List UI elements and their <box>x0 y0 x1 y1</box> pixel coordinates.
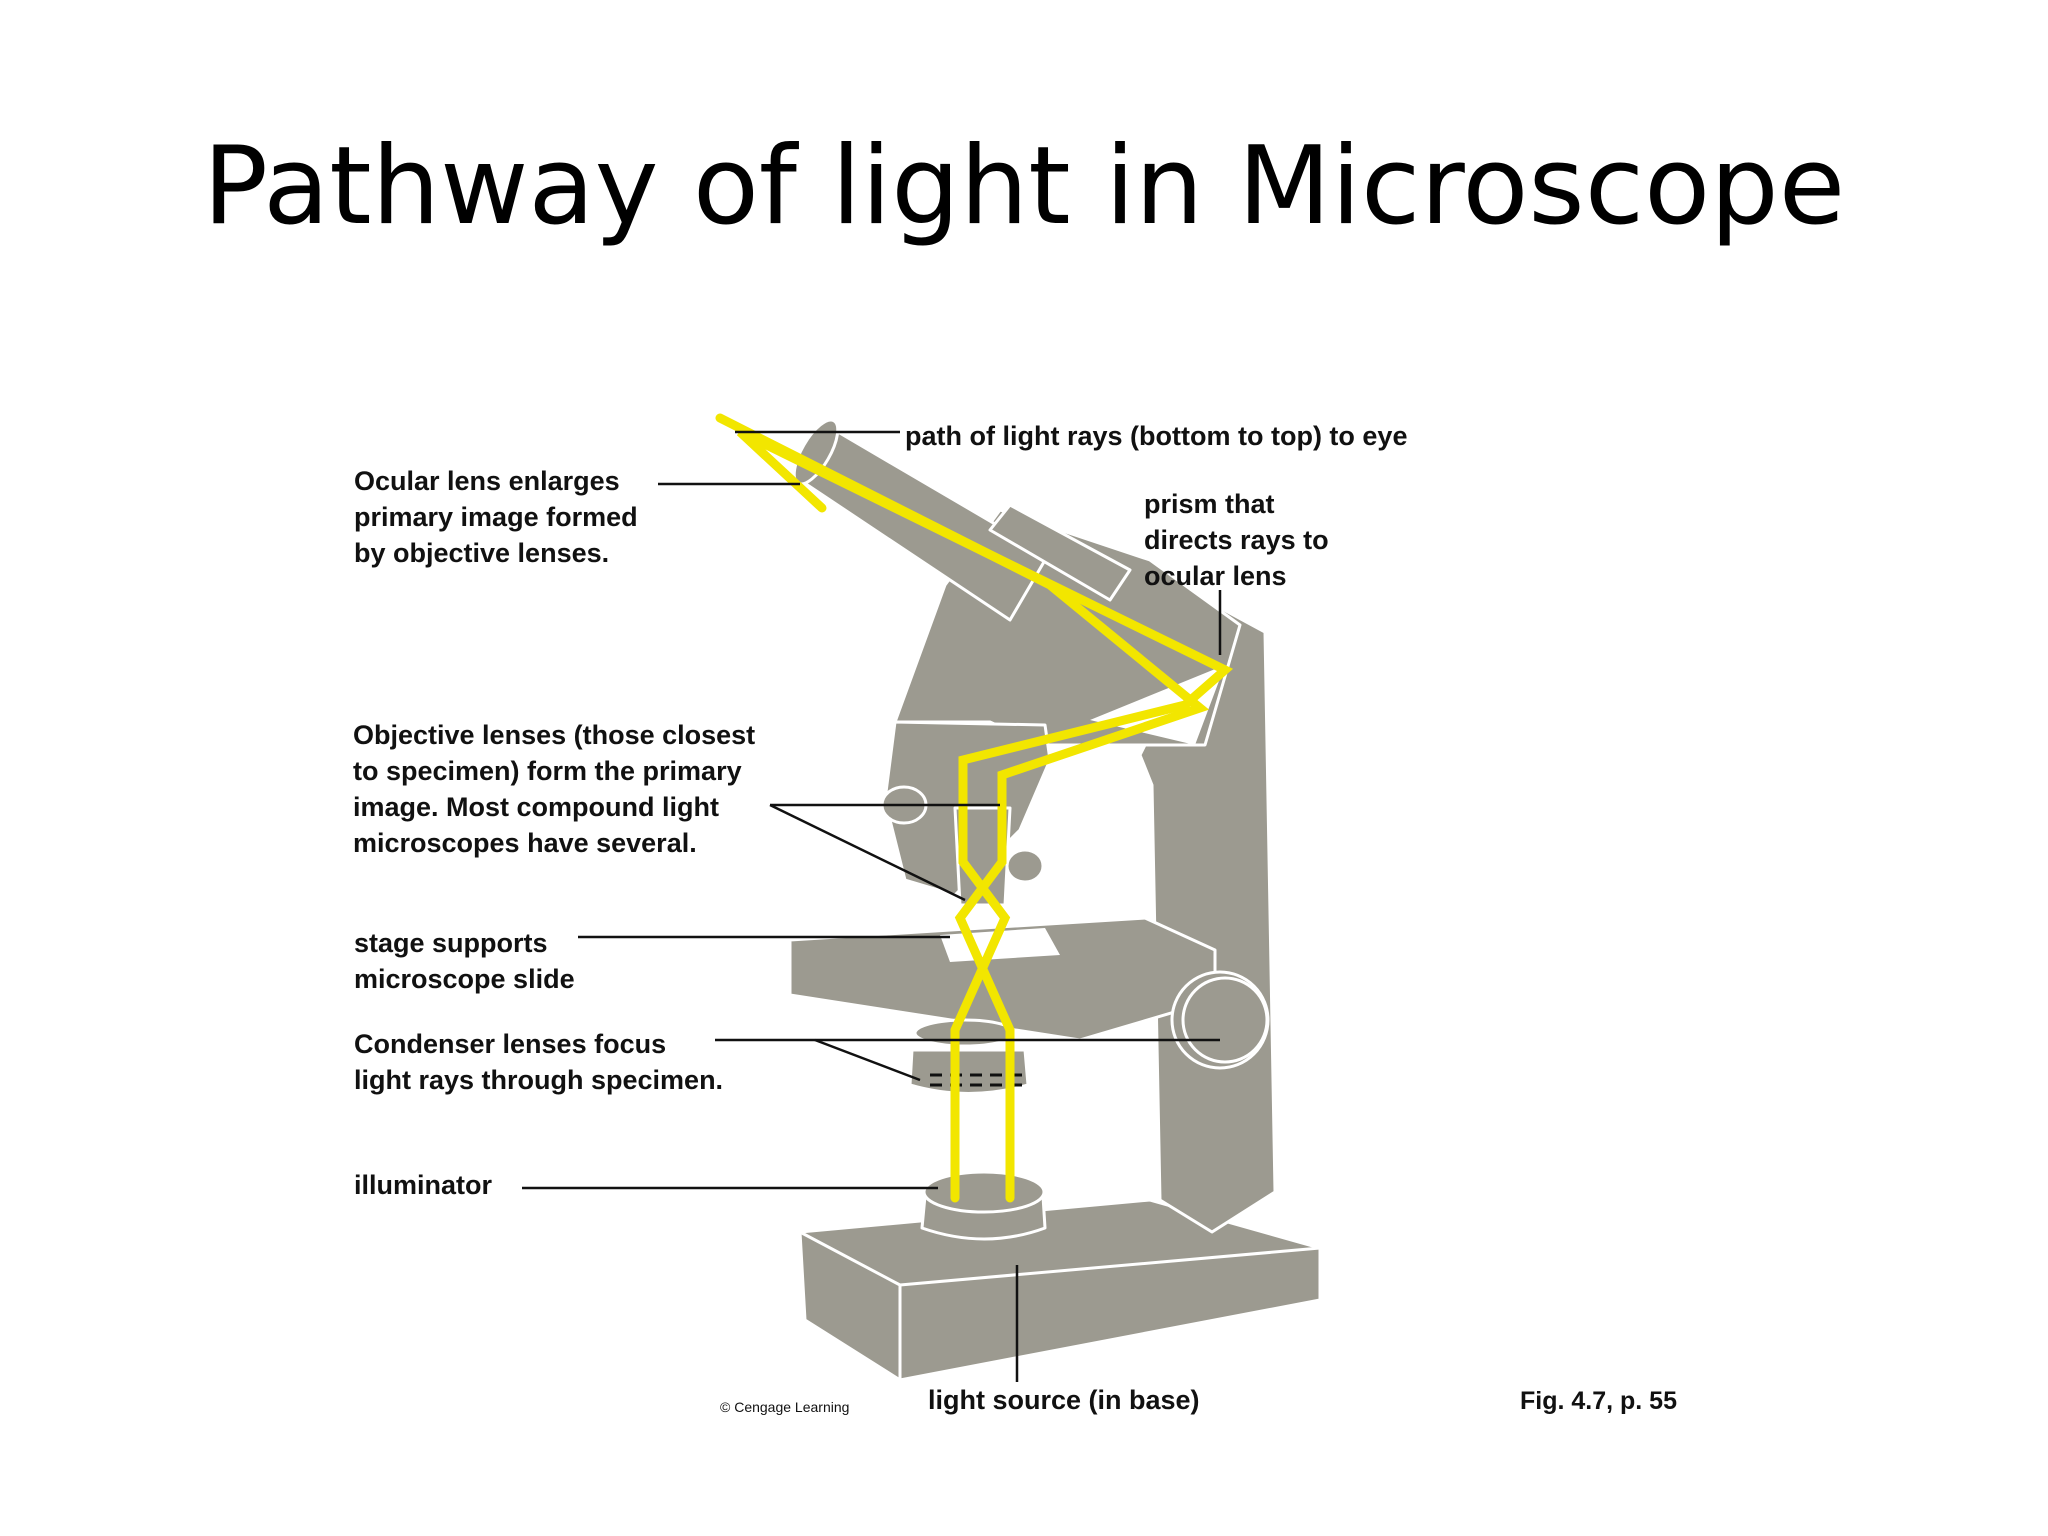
light-ray-right <box>715 413 1210 1203</box>
objective-lens-center <box>953 806 1012 907</box>
label-objective-lenses: Objective lenses (those closest to speci… <box>353 720 756 858</box>
slide-title: Pathway of light in Microscope <box>202 124 1846 249</box>
label-light-source: light source (in base) <box>928 1385 1200 1415</box>
condenser-aperture <box>913 1018 1017 1048</box>
microscope-base <box>798 1198 1322 1382</box>
leader-condenser-b <box>814 1038 921 1082</box>
leader-lines <box>522 430 1222 1382</box>
condenser-dashed-lens <box>930 1073 1025 1087</box>
tube-rear-block <box>988 503 1132 602</box>
label-stage: stage supports microscope slide <box>354 928 575 994</box>
label-illuminator: illuminator <box>354 1170 493 1200</box>
illuminator-top <box>922 1170 1046 1214</box>
condenser-lens-housing <box>908 1048 1030 1095</box>
prism-block <box>1090 665 1225 745</box>
microscope-body <box>788 418 1322 1382</box>
focus-knob-inner <box>1181 976 1269 1064</box>
label-condenser: Condenser lenses focus light rays throug… <box>354 1029 724 1095</box>
label-path-of-light: path of light rays (bottom to top) to ey… <box>905 421 1408 451</box>
objective-lens-right <box>1005 848 1045 884</box>
copyright-credit: © Cengage Learning <box>720 1399 850 1415</box>
leader-objective-b <box>769 803 966 902</box>
microscope-arm <box>1138 603 1277 1234</box>
label-prism: prism that directs rays to ocular lens <box>1144 489 1329 591</box>
label-ocular-lens: Ocular lens enlarges primary image forme… <box>354 466 638 568</box>
light-ray-path <box>715 413 1234 1203</box>
figure-reference: Fig. 4.7, p. 55 <box>1520 1387 1677 1415</box>
